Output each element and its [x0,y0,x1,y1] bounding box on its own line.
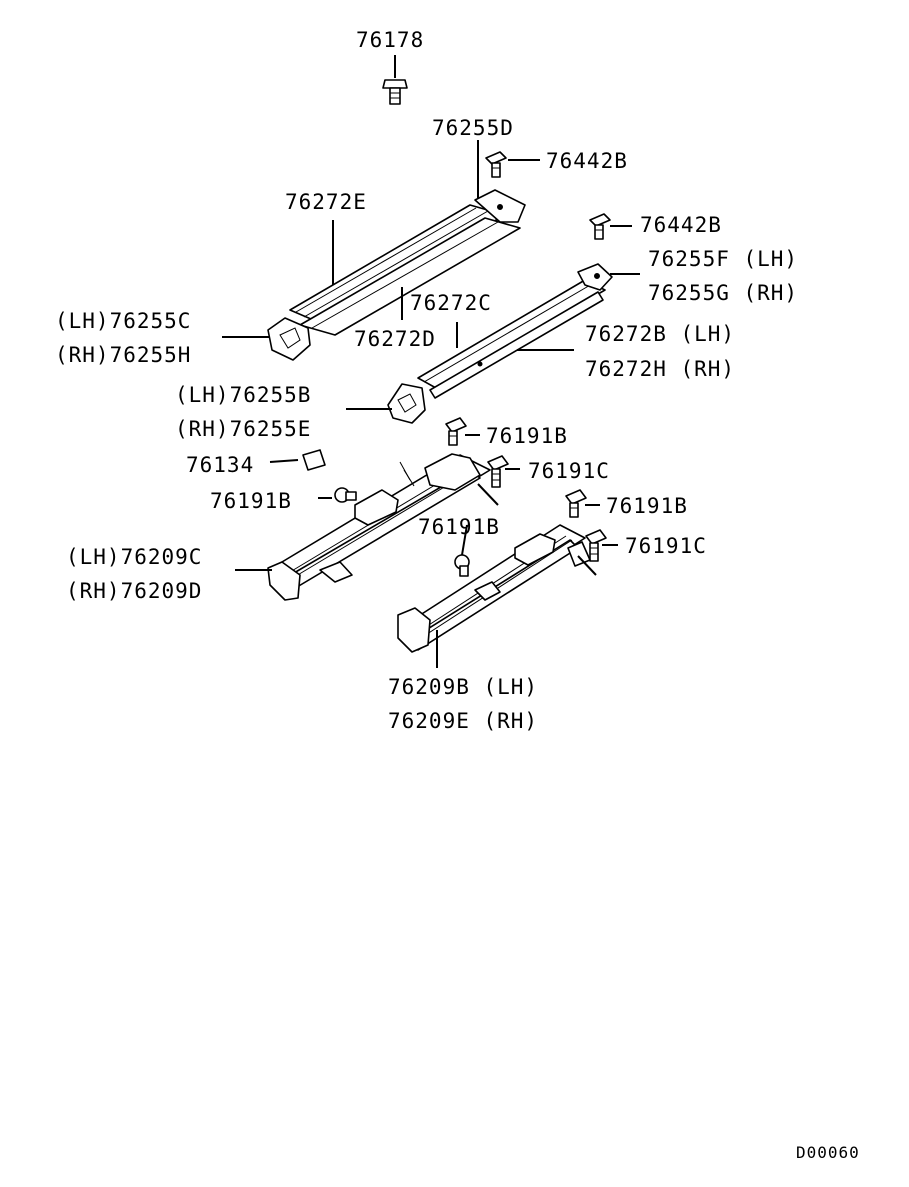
label-76209E: 76209E (RH) [388,709,538,733]
diagram-code: D00060 [796,1143,860,1162]
clip-76134-icon [302,449,326,471]
label-76178: 76178 [356,28,424,52]
bolt-76191B-top-icon [445,417,467,446]
label-76255H: (RH)76255H [55,343,191,367]
label-76191B-left: 76191B [210,489,292,513]
label-76272D: 76272D [354,327,436,351]
label-76272B: 76272B (LH) [585,322,735,346]
label-76191C-left: 76191C [528,459,610,483]
label-76255B: (LH)76255B [175,383,311,407]
label-76255C: (LH)76255C [55,309,191,333]
bolt-76191C-left-icon [487,455,509,488]
label-76209B: 76209B (LH) [388,675,538,699]
label-76442B-right: 76442B [640,213,722,237]
label-76442B-upper: 76442B [546,149,628,173]
bolt-76178-icon [382,55,408,105]
label-76272C: 76272C [410,291,492,315]
bolt-76191C-right-icon [585,529,607,562]
bolt-76191B-center-icon [454,554,470,577]
label-76209C: (LH)76209C [66,545,202,569]
bolt-76442B-right-icon [589,213,611,240]
label-76255D: 76255D [432,116,514,140]
label-76191B-right: 76191B [606,494,688,518]
bolt-76442B-upper-icon [485,151,507,178]
label-76255G: 76255G (RH) [648,281,798,305]
leader-lines [222,140,640,668]
label-76272E: 76272E [285,190,367,214]
label-76272H: 76272H (RH) [585,357,735,381]
seat-adjuster-left [267,453,491,601]
label-76255E: (RH)76255E [175,417,311,441]
label-76209D: (RH)76209D [66,579,202,603]
seat-adjuster-right [397,524,591,653]
upper-left-rail [267,189,526,361]
label-76191B-center: 76191B [418,515,500,539]
label-76191B-top: 76191B [486,424,568,448]
bolt-76191B-right-icon [565,489,587,518]
label-76255F: 76255F (LH) [648,247,798,271]
bolt-76191B-left-icon [334,487,357,503]
upper-right-rail [387,263,613,424]
label-76134: 76134 [186,453,254,477]
label-76191C-right: 76191C [625,534,707,558]
